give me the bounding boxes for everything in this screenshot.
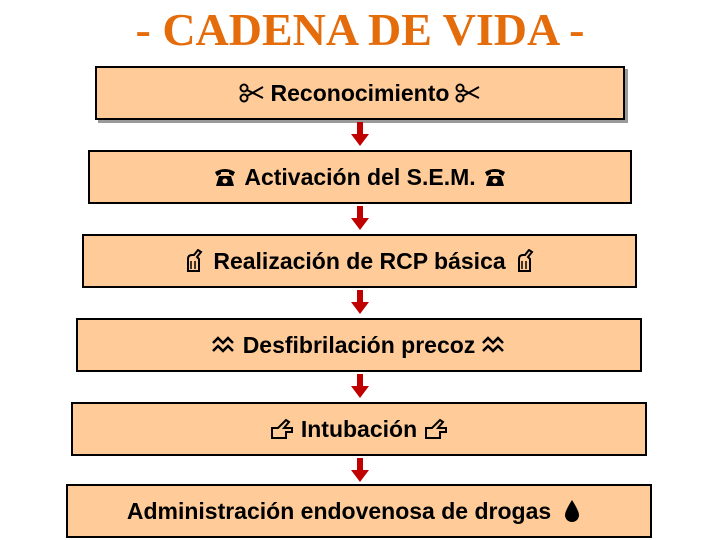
step-label: Reconocimiento: [270, 79, 450, 106]
telephone-icon: [482, 164, 508, 190]
step-recognition: Reconocimiento: [95, 66, 625, 120]
water-drop-icon: [559, 498, 585, 524]
aquarius-icon: [481, 332, 507, 358]
step-sem-activation: Activación del S.E.M.: [88, 150, 632, 204]
step-basic-cpr: Realización de RCP básica: [82, 234, 637, 288]
step-intravenous-drugs: Administración endovenosa de drogas: [66, 484, 652, 538]
step-label: Desfibrilación precoz: [242, 331, 476, 358]
down-arrow-icon: [351, 458, 369, 482]
step-label: Intubación: [300, 415, 418, 442]
page-title: - CADENA DE VIDA -: [135, 4, 585, 55]
down-arrow-icon: [351, 206, 369, 230]
step-label: Realización de RCP básica: [213, 247, 506, 274]
telephone-icon: [212, 164, 238, 190]
scissors-icon: [239, 80, 265, 106]
step-early-defibrillation: Desfibrilación precoz: [76, 318, 642, 372]
writing-hand-icon: [181, 248, 207, 274]
down-arrow-icon: [351, 122, 369, 146]
down-arrow-icon: [351, 290, 369, 314]
step-label: Administración endovenosa de drogas: [126, 497, 552, 524]
writing-hand-icon: [512, 248, 538, 274]
step-intubation: Intubación: [71, 402, 647, 456]
aquarius-icon: [211, 332, 237, 358]
scissors-icon: [455, 80, 481, 106]
down-arrow-icon: [351, 374, 369, 398]
step-label: Activación del S.E.M.: [244, 163, 476, 190]
pointing-hand-icon: [269, 416, 295, 442]
pointing-hand-icon: [423, 416, 449, 442]
